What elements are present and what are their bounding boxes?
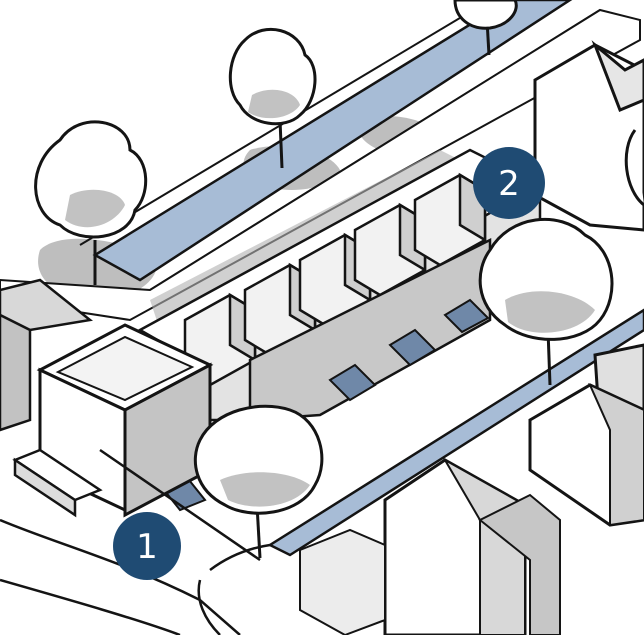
right-upper-house (535, 45, 644, 230)
marker-2: 2 (473, 147, 545, 219)
marker-1-label: 1 (136, 527, 158, 567)
marker-2-label: 2 (498, 164, 520, 204)
marker-1: 1 (113, 512, 181, 580)
